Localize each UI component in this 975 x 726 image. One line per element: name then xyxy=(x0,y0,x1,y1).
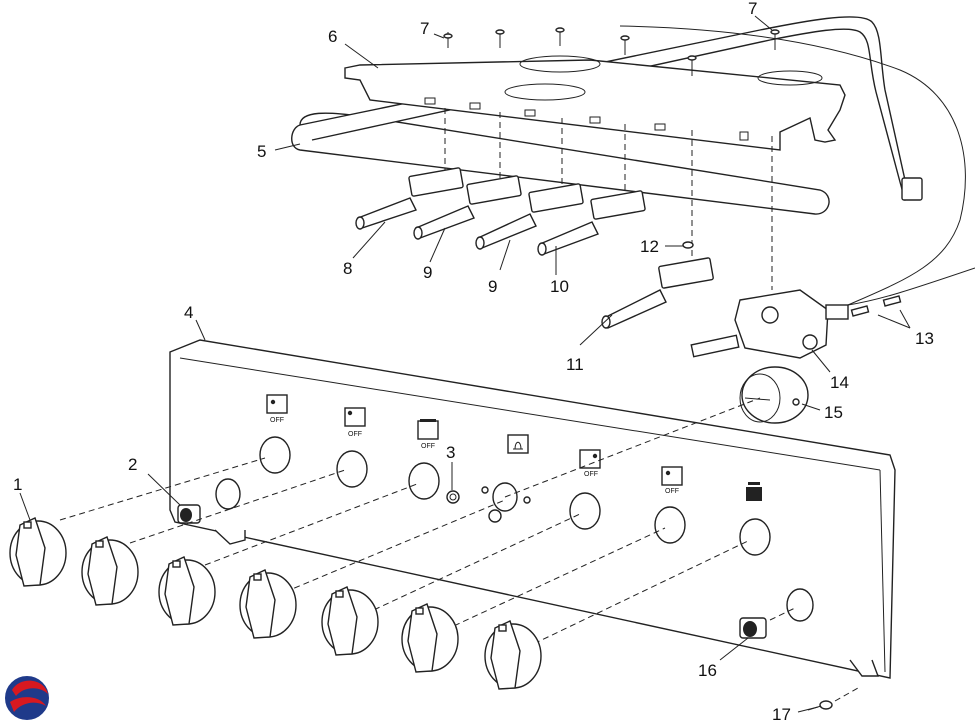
callout-15: 15 xyxy=(824,403,843,422)
control-knob-3 xyxy=(158,556,216,626)
brand-logo xyxy=(3,674,51,722)
callout-7-left: 7 xyxy=(420,19,429,38)
gas-tap-8 xyxy=(355,167,464,230)
callout-14: 14 xyxy=(830,373,849,392)
control-bracket xyxy=(344,55,846,151)
callout-11: 11 xyxy=(566,355,584,374)
callout-10: 9 xyxy=(488,277,497,296)
control-knob-2 xyxy=(81,536,139,606)
alignment-lines-top xyxy=(444,108,773,290)
callout-5: 5 xyxy=(257,142,266,161)
off-label-4: OFF xyxy=(584,471,598,478)
callout-2: 2 xyxy=(128,455,137,474)
gas-tap-11 xyxy=(601,257,714,329)
gas-tap-9-left xyxy=(413,175,522,240)
ignition-button-2 xyxy=(177,504,201,524)
callout-4: 4 xyxy=(184,303,193,322)
control-knob-7 xyxy=(484,620,542,690)
indicator-light-3 xyxy=(446,486,531,523)
off-label-2: OFF xyxy=(348,431,362,438)
burner-indicator-icon xyxy=(344,407,366,427)
control-knob-4 xyxy=(239,569,297,639)
callout-1: 1 xyxy=(13,475,22,494)
control-knob-6 xyxy=(401,603,459,673)
callout-13: 13 xyxy=(915,329,934,348)
burner-indicator-icon xyxy=(661,466,683,486)
clip-12 xyxy=(668,241,694,249)
switch-16 xyxy=(739,617,767,639)
leader-lines xyxy=(19,15,911,713)
gas-tap-9-right xyxy=(537,190,646,256)
callout-6: 6 xyxy=(328,27,337,46)
control-knob-1 xyxy=(9,517,67,587)
control-knob-5 xyxy=(321,586,379,656)
oven-indicator-icon xyxy=(746,482,762,501)
callout-17: 17 xyxy=(772,705,791,724)
off-label-5: OFF xyxy=(665,488,679,495)
gas-rail-pipe xyxy=(291,16,923,215)
grill-indicator-icon xyxy=(417,419,439,440)
callout-16: 16 xyxy=(698,661,717,680)
timer-15 xyxy=(739,366,809,424)
burner-indicator-icon xyxy=(266,394,288,414)
callout-7-right: 7 xyxy=(748,0,757,18)
burner-indicator-icon xyxy=(579,449,601,469)
bell-icon xyxy=(507,434,529,454)
off-label-3: OFF xyxy=(421,443,435,450)
capillary-tube-13 xyxy=(619,25,975,317)
callout-9-left: 9 xyxy=(423,263,432,282)
callout-3: 3 xyxy=(446,443,455,462)
alignment-lines-knobs xyxy=(59,397,859,702)
control-panel-4: OFF OFF OFF OFF OFF xyxy=(169,339,896,679)
thermostat-valve-14 xyxy=(690,289,849,359)
off-label-1: OFF xyxy=(270,417,284,424)
callout-12: 12 xyxy=(640,237,659,256)
callout-8: 8 xyxy=(343,259,352,278)
gas-tap-10 xyxy=(475,183,584,250)
callout-9-right: 10 xyxy=(550,277,569,296)
screw-set-top xyxy=(443,27,780,76)
